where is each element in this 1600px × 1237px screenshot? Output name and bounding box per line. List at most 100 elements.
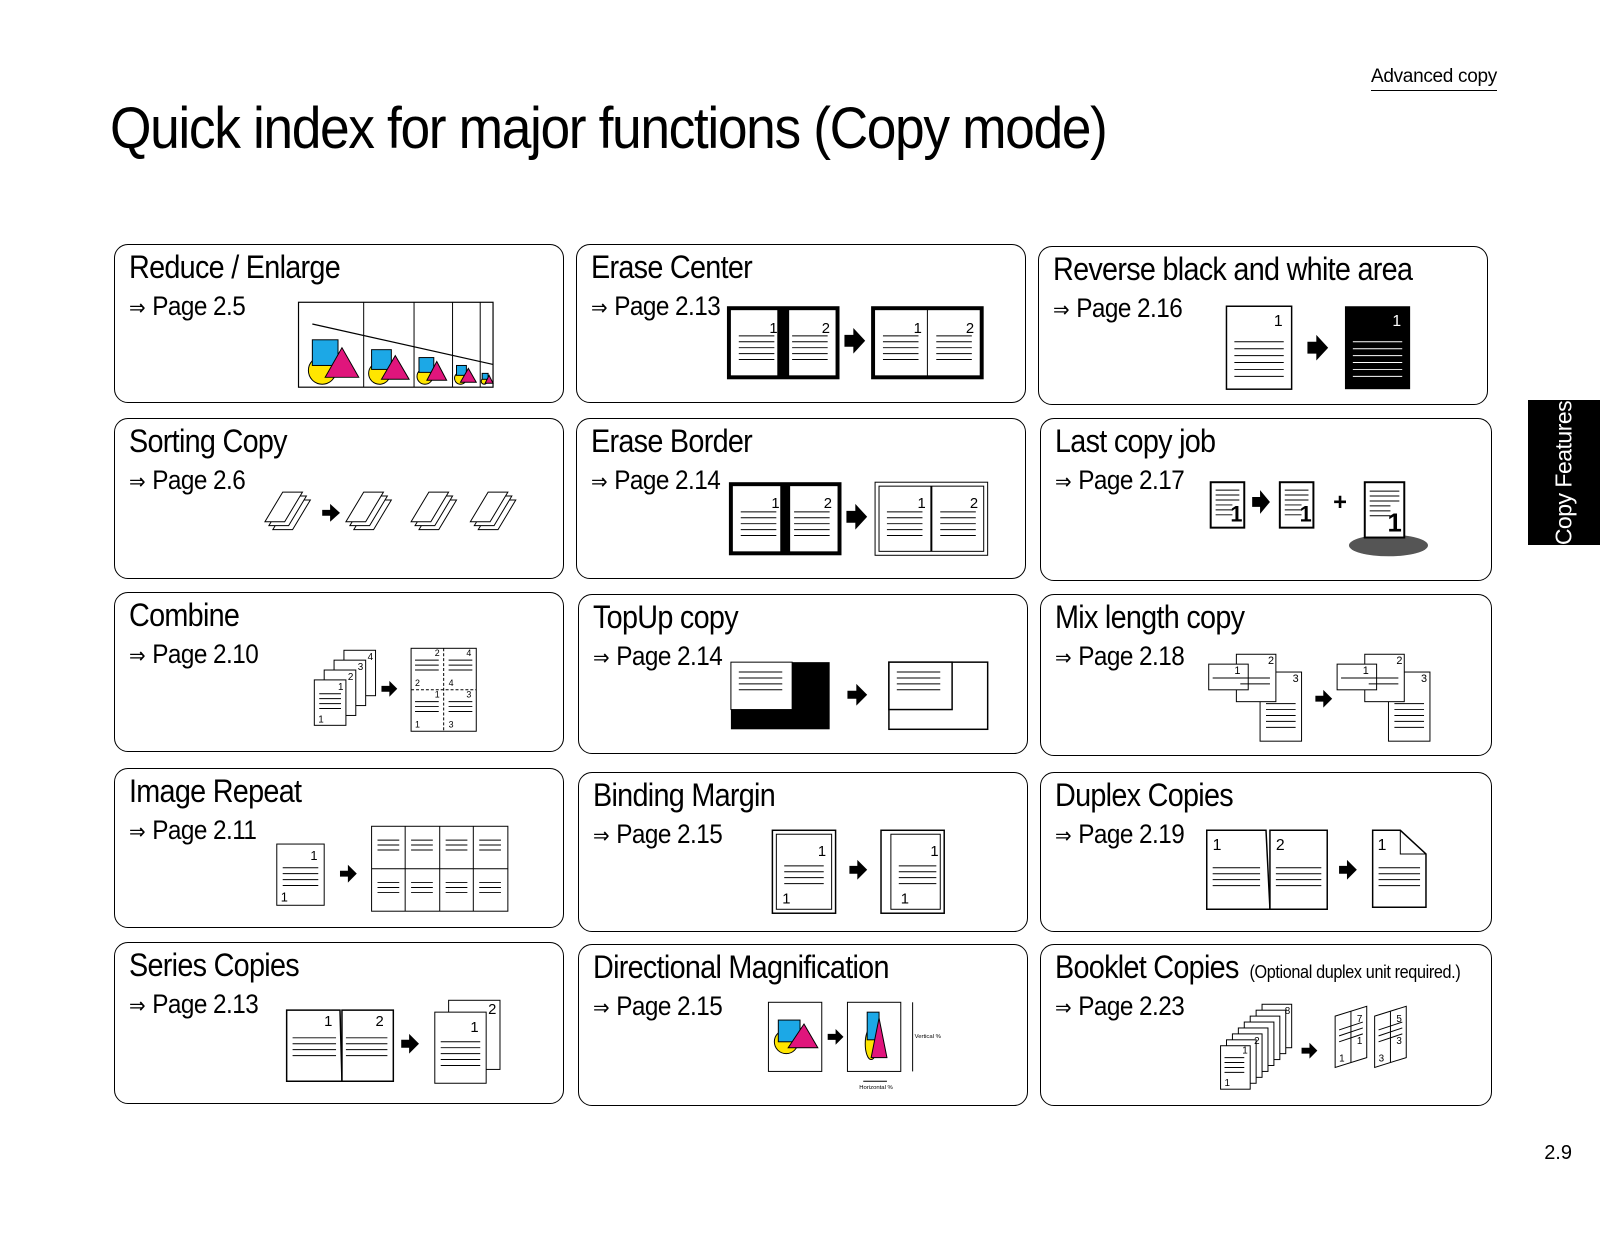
page-link[interactable]: Page 2.15 <box>616 819 723 849</box>
card-title: Duplex Copies <box>1055 777 1234 813</box>
svg-text:1: 1 <box>769 321 777 337</box>
svg-text:2: 2 <box>824 496 832 512</box>
arrow-icon: ⇒ <box>129 295 146 320</box>
svg-text:2: 2 <box>1254 1036 1259 1047</box>
svg-text:1: 1 <box>1300 502 1312 527</box>
svg-text:2: 2 <box>1276 837 1285 854</box>
card-topup-copy[interactable]: TopUp copy ⇒Page 2.14 <box>578 594 1028 754</box>
svg-text:1: 1 <box>281 889 288 904</box>
page-link[interactable]: Page 2.14 <box>616 641 723 671</box>
card-title: Image Repeat <box>129 773 302 809</box>
card-title: Sorting Copy <box>129 423 288 459</box>
svg-text:3: 3 <box>358 662 364 673</box>
page-reference[interactable]: ⇒Page 2.18 <box>1055 641 1185 672</box>
page-link[interactable]: Page 2.5 <box>152 291 246 321</box>
svg-text:+: + <box>1333 490 1347 516</box>
page-reference[interactable]: ⇒Page 2.10 <box>129 639 259 670</box>
page-reference[interactable]: ⇒Page 2.14 <box>593 641 723 672</box>
card-title: Binding Margin <box>593 777 776 813</box>
svg-text:1: 1 <box>310 848 317 863</box>
card-duplex-copies[interactable]: Duplex Copies ⇒Page 2.19 1 2 1 <box>1040 772 1492 932</box>
arrow-icon: ⇒ <box>593 995 610 1020</box>
page-reference[interactable]: ⇒Page 2.13 <box>129 989 259 1020</box>
svg-text:2: 2 <box>488 1002 496 1018</box>
card-image-repeat[interactable]: Image Repeat ⇒Page 2.11 1 1 <box>114 768 564 928</box>
card-title: Mix length copy <box>1055 599 1245 635</box>
page-reference[interactable]: ⇒Page 2.15 <box>593 991 723 1022</box>
svg-text:3: 3 <box>1421 673 1427 685</box>
svg-text:3: 3 <box>449 719 454 729</box>
svg-text:8: 8 <box>1285 1006 1291 1017</box>
card-title: Combine <box>129 597 240 633</box>
svg-text:1: 1 <box>1234 665 1240 677</box>
card-reduce-enlarge[interactable]: Reduce / Enlarge ⇒Page 2.5 <box>114 244 564 403</box>
card-reverse-black-white[interactable]: Reverse black and white area ⇒Page 2.16 … <box>1038 246 1488 405</box>
svg-text:3: 3 <box>1293 673 1299 685</box>
page-reference[interactable]: ⇒Page 2.5 <box>129 291 246 322</box>
page-link[interactable]: Page 2.11 <box>152 815 257 845</box>
svg-text:1: 1 <box>1242 1046 1247 1057</box>
page-reference[interactable]: ⇒Page 2.15 <box>593 819 723 850</box>
page-reference[interactable]: ⇒Page 2.17 <box>1055 465 1185 496</box>
svg-text:1: 1 <box>771 496 779 512</box>
page-link[interactable]: Page 2.6 <box>152 465 246 495</box>
svg-text:1: 1 <box>435 690 440 700</box>
svg-text:2: 2 <box>966 321 974 337</box>
page-link[interactable]: Page 2.13 <box>614 291 721 321</box>
page-reference[interactable]: ⇒Page 2.16 <box>1053 293 1183 324</box>
svg-text:1: 1 <box>1392 313 1401 330</box>
card-title: TopUp copy <box>593 599 739 635</box>
page-link[interactable]: Page 2.13 <box>152 989 259 1019</box>
page-reference[interactable]: ⇒Page 2.6 <box>129 465 246 496</box>
card-directional-magnification[interactable]: Directional Magnification ⇒Page 2.15 Ver… <box>578 944 1028 1106</box>
arrow-icon: ⇒ <box>591 469 608 494</box>
page-reference[interactable]: ⇒Page 2.19 <box>1055 819 1185 850</box>
svg-text:3: 3 <box>1379 1054 1385 1065</box>
svg-text:1: 1 <box>918 496 926 512</box>
svg-text:1: 1 <box>1274 313 1283 330</box>
card-sorting-copy[interactable]: Sorting Copy ⇒Page 2.6 <box>114 418 564 579</box>
page-reference[interactable]: ⇒Page 2.14 <box>591 465 721 496</box>
svg-text:2: 2 <box>376 1014 384 1030</box>
page-link[interactable]: Page 2.23 <box>1078 991 1185 1021</box>
page-link[interactable]: Page 2.16 <box>1076 293 1183 323</box>
arrow-icon: ⇒ <box>129 819 146 844</box>
svg-text:2: 2 <box>1396 655 1402 667</box>
page-reference[interactable]: ⇒Page 2.11 <box>129 815 257 846</box>
page-link[interactable]: Page 2.19 <box>1078 819 1185 849</box>
svg-text:1: 1 <box>901 891 909 907</box>
page-link[interactable]: Page 2.15 <box>616 991 723 1021</box>
svg-text:1: 1 <box>1357 1036 1362 1047</box>
arrow-icon: ⇒ <box>1055 823 1072 848</box>
svg-text:1: 1 <box>1213 837 1222 854</box>
svg-text:1: 1 <box>415 719 420 729</box>
card-title: Booklet Copies(Optional duplex unit requ… <box>1055 949 1461 986</box>
page-link[interactable]: Page 2.18 <box>1078 641 1185 671</box>
svg-text:1: 1 <box>1230 502 1242 527</box>
page-reference[interactable]: ⇒Page 2.23 <box>1055 991 1185 1022</box>
card-title: Erase Center <box>591 249 753 285</box>
page-number: 2.9 <box>1544 1142 1572 1164</box>
card-booklet-copies[interactable]: Booklet Copies(Optional duplex unit requ… <box>1040 944 1492 1106</box>
page-title: Quick index for major functions (Copy mo… <box>110 96 1108 161</box>
side-tab-label: Copy Features <box>1550 400 1577 545</box>
svg-text:1: 1 <box>324 1014 332 1030</box>
page-link[interactable]: Page 2.10 <box>152 639 259 669</box>
card-last-copy-job[interactable]: Last copy job ⇒Page 2.17 1 1 + 1 <box>1040 418 1492 581</box>
card-title: Erase Border <box>591 423 753 459</box>
page-reference[interactable]: ⇒Page 2.13 <box>591 291 721 322</box>
arrow-icon: ⇒ <box>1055 645 1072 670</box>
card-note: (Optional duplex unit required.) <box>1249 962 1461 982</box>
svg-text:1: 1 <box>1378 837 1387 854</box>
svg-text:4: 4 <box>466 648 471 658</box>
page-link[interactable]: Page 2.17 <box>1078 465 1185 495</box>
page-link[interactable]: Page 2.14 <box>614 465 721 495</box>
side-tab[interactable]: Copy Features <box>1528 400 1600 545</box>
svg-text:1: 1 <box>930 844 938 860</box>
